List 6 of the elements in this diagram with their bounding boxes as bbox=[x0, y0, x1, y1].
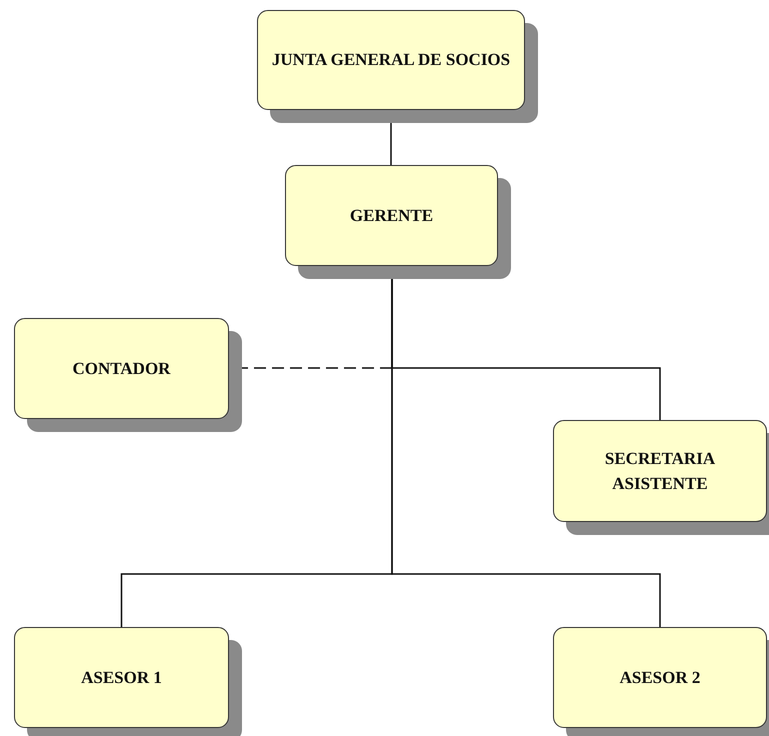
box-label: SECRETARIA ASISTENTE bbox=[604, 448, 716, 495]
box-label: JUNTA GENERAL DE SOCIOS bbox=[270, 49, 512, 72]
box-label: CONTADOR bbox=[72, 358, 172, 380]
box-label: GERENTE bbox=[348, 204, 434, 227]
box-label: ASESOR 1 bbox=[80, 666, 163, 689]
box-label: ASESOR 2 bbox=[618, 666, 702, 689]
